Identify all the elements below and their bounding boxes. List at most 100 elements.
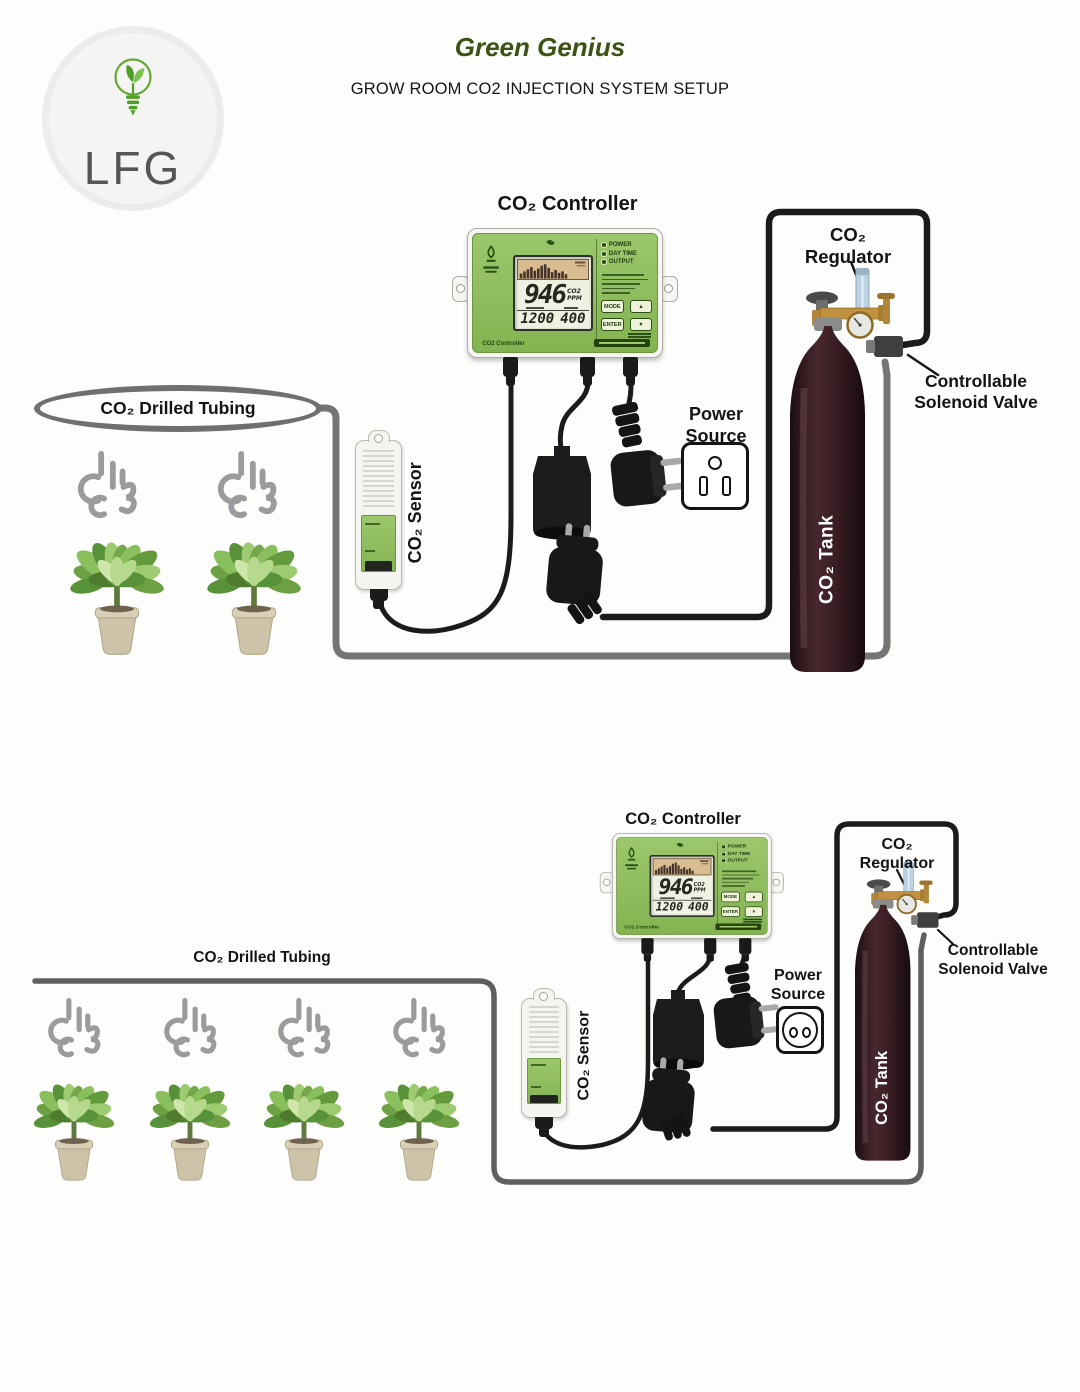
- solenoid-cable-bottom: [710, 821, 959, 1132]
- regulator-word-2: Regulator: [804, 246, 892, 268]
- controller-label-bottom: CO₂ Controller: [625, 810, 741, 828]
- solenoid-word-2: Solenoid Valve: [914, 392, 1038, 412]
- solenoid-label-top: Controllable Solenoid Valve: [895, 371, 1057, 413]
- status-leds: POWER DAY TIME OUTPUT: [721, 844, 751, 864]
- sensor-cable-gland: [503, 356, 518, 386]
- lcd-display: 946 CO2 PPM 1200 400: [649, 855, 715, 917]
- regulator-label-bottom: CO₂ Regulator: [842, 835, 952, 873]
- gas-label: CO2: [567, 287, 581, 295]
- solenoid-word-1: Controllable: [924, 371, 1028, 391]
- brand-mark-icon: [483, 245, 500, 273]
- daytime-led: [721, 851, 726, 857]
- setpoint-high: 400: [687, 897, 709, 914]
- outlet-hole-left: [789, 1026, 798, 1038]
- page-subtitle: GROW ROOM CO2 INJECTION SYSTEM SETUP: [350, 80, 730, 98]
- sensor-green-panel: [526, 1058, 562, 1104]
- co2-tank-regulator-top: [790, 268, 905, 678]
- power-cable-gland: [623, 356, 638, 386]
- sensor-cable-top: [378, 383, 514, 634]
- outlet-ground-hole: [708, 456, 722, 470]
- source-word: Source: [685, 425, 747, 446]
- up-button: ▲: [744, 891, 764, 903]
- tubing-label-bottom: CO₂ Drilled Tubing: [193, 949, 331, 966]
- daytime-led-label: DAY TIME: [727, 851, 751, 857]
- power-led-label: POWER: [727, 844, 747, 850]
- co2-tank-regulator-bottom: [855, 862, 940, 1165]
- source-word: Source: [770, 986, 826, 1004]
- plant: [365, 1063, 473, 1185]
- setpoint-high: 400: [560, 306, 586, 327]
- lcd-display: 946 CO2 PPM 1200 400: [513, 255, 593, 331]
- sensor-green-panel: [360, 515, 397, 572]
- controller-model-text: CO2 Controller: [624, 925, 660, 931]
- dripper-icon: [212, 446, 282, 524]
- enter-button: ENTER: [721, 906, 740, 918]
- setpoint-low: 1200: [520, 306, 555, 327]
- socket-cable-top: [557, 381, 591, 453]
- button-grid: MODE ▲ ENTER ▼: [721, 891, 764, 918]
- lfg-logo: LFG: [42, 26, 224, 211]
- lcd-ppm-row: 946 CO2 PPM: [653, 875, 712, 901]
- hang-tab: [533, 988, 555, 1001]
- controller-model-text: CO2 Controller: [482, 341, 525, 348]
- mount-ear-right: [660, 276, 678, 302]
- status-leds: POWER DAY TIME OUTPUT: [600, 242, 637, 266]
- dripper-icon: [388, 993, 450, 1063]
- button-note: [742, 918, 763, 924]
- up-button: ▲: [629, 300, 653, 314]
- co2-controller-top: 946 CO2 PPM 1200 400 POWER DAY TIME OUTP…: [452, 228, 678, 386]
- power-source-label-bottom: Power Source: [752, 966, 844, 1004]
- controller-badge: [715, 923, 761, 931]
- solenoid-label-bottom: Controllable Solenoid Valve: [928, 942, 1058, 979]
- tubing-label-top: CO₂ Drilled Tubing: [100, 398, 256, 418]
- lcd-bar-graph: [517, 259, 589, 280]
- ppm-value: 946: [658, 875, 694, 900]
- regulator-word-1: CO₂: [881, 836, 913, 853]
- spec-list: [721, 870, 761, 890]
- outlet-slot-right: [722, 476, 731, 496]
- solenoid-cable-top: [599, 208, 931, 621]
- page-title: Green Genius: [454, 32, 626, 62]
- regulator-word-2: Regulator: [859, 855, 935, 873]
- power-led: [600, 242, 607, 249]
- down-button: ▼: [629, 318, 653, 332]
- lcd-bar-graph: [653, 858, 712, 876]
- output-led: [600, 259, 607, 266]
- sensor-label-top: CO₂ Sensor: [405, 462, 426, 564]
- ppm-value: 946: [524, 279, 567, 310]
- controller-label-top: CO₂ Controller: [497, 193, 638, 215]
- lcd-setpoints: 1200 400: [653, 897, 711, 914]
- daytime-led-label: DAY TIME: [608, 250, 637, 257]
- output-socket-bottom: [653, 990, 704, 1070]
- vent-grill: [362, 449, 395, 510]
- co2-controller-bottom: 946 CO2 PPM 1200 400 POWER DAY TIME OUTP…: [599, 833, 784, 962]
- sensor-cable-jack: [535, 1117, 553, 1137]
- dripper-icon: [159, 993, 221, 1063]
- output-led: [721, 858, 726, 864]
- drilled-tubing-ring: CO₂ Drilled Tubing: [34, 385, 322, 432]
- lcd-setpoints: 1200 400: [517, 306, 588, 327]
- power-led: [721, 844, 726, 850]
- power-word: Power: [688, 404, 744, 424]
- dripper-icon: [273, 993, 335, 1063]
- sensor-cable-jack: [369, 589, 388, 609]
- daytime-led: [600, 250, 607, 257]
- enter-button: ENTER: [600, 318, 624, 332]
- solenoid-plug-top: [546, 523, 603, 625]
- socket-cable-gland: [704, 937, 717, 962]
- logo-text: LFG: [83, 142, 183, 194]
- leaf-mark-icon: [545, 238, 555, 247]
- spec-list: [601, 274, 650, 297]
- brand-mark-icon: [625, 847, 639, 870]
- power-plug-top: [610, 402, 686, 507]
- output-led-label: OUTPUT: [608, 259, 634, 266]
- mode-button: MODE: [600, 300, 624, 314]
- controller-face: 946 CO2 PPM 1200 400 POWER DAY TIME OUTP…: [472, 233, 658, 353]
- button-grid: MODE ▲ ENTER ▼: [600, 300, 653, 332]
- outlet-recess: [782, 1012, 818, 1048]
- gas-label: CO2: [693, 881, 705, 888]
- plant: [20, 1063, 128, 1185]
- ppm-unit: PPM: [693, 887, 706, 894]
- wall-outlet-bottom: [776, 1006, 824, 1054]
